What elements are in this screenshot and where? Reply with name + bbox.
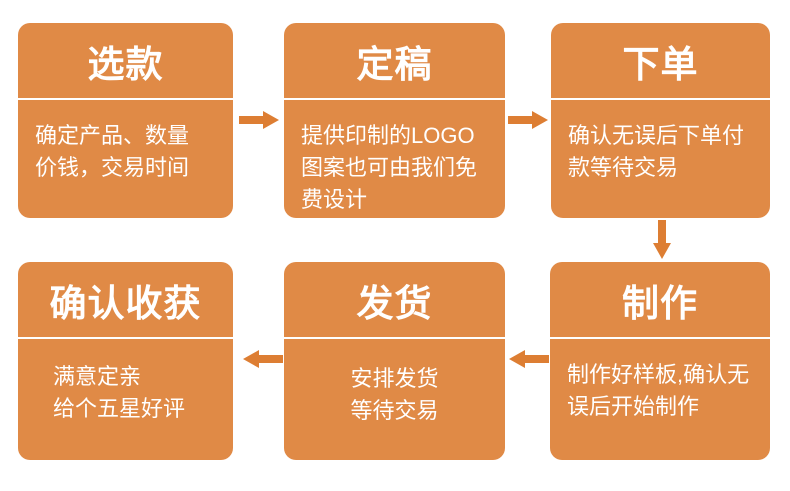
step-title: 下单 [622,43,699,85]
flow-step-confirm-receipt: 确认收获 满意定亲 给个五星好评 [18,262,233,460]
arrow-left-icon [509,350,549,368]
step-title: 制作 [622,282,698,324]
step-description: 安排发货 等待交易 [350,366,439,423]
flow-step-place-order: 下单 确认无误后下单付 款等待交易 [551,23,770,218]
title-divider [18,337,233,339]
step-title: 定稿 [356,43,433,85]
flow-step-select-style: 选款 确定产品、数量 价钱，交易时间 [18,23,233,218]
step-description: 确定产品、数量 价钱，交易时间 [35,123,190,180]
flow-step-shipping: 发货 安排发货 等待交易 [284,262,505,460]
step-title: 发货 [356,282,433,324]
arrow-left-icon [243,350,283,368]
step-title: 确认收获 [49,282,202,324]
flow-step-finalize-design: 定稿 提供印制的LOGO 图案也可由我们免 费设计 [284,23,505,218]
title-divider [551,98,770,100]
title-divider [550,337,770,339]
step-description: 提供印制的LOGO 图案也可由我们免 费设计 [301,123,478,212]
step-description: 满意定亲 给个五星好评 [53,364,186,421]
step-description: 制作好样板,确认无 误后开始制作 [567,362,750,419]
arrow-right-icon [508,111,548,129]
title-divider [18,98,233,100]
arrow-right-icon [239,111,279,129]
step-description: 确认无误后下单付 款等待交易 [568,123,745,180]
step-title: 选款 [87,43,164,85]
title-divider [284,98,505,100]
arrow-down-icon [653,220,671,259]
title-divider [284,337,505,339]
flow-step-production: 制作 制作好样板,确认无 误后开始制作 [550,262,770,460]
